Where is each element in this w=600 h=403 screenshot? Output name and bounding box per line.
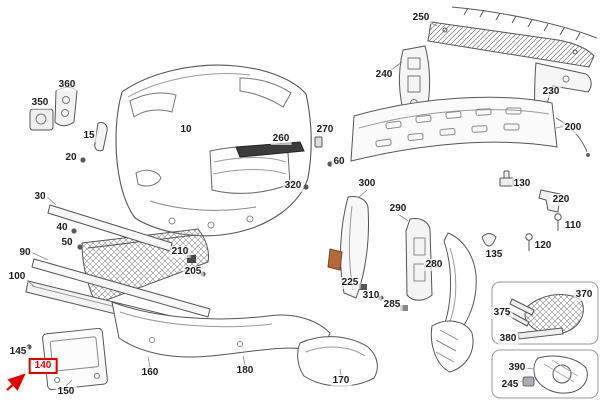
side-air-duct[interactable] (430, 320, 474, 373)
part-label-30[interactable]: 30 (32, 191, 48, 203)
part-label-110[interactable]: 110 (562, 220, 584, 232)
part-label-220[interactable]: 220 (550, 194, 572, 206)
part-285-clip[interactable] (400, 305, 408, 311)
part-label-20[interactable]: 20 (63, 152, 79, 164)
part-300-side-support[interactable] (340, 196, 369, 299)
radiator-seal-strip[interactable] (451, 6, 598, 41)
part-label-375[interactable]: 375 (491, 307, 513, 319)
part-60-screw[interactable] (327, 161, 333, 167)
part-label-205[interactable]: 205 (182, 266, 204, 278)
part-label-140[interactable]: 140 (28, 358, 58, 374)
part-label-250[interactable]: 250 (410, 12, 432, 24)
part-label-180[interactable]: 180 (234, 365, 256, 377)
part-240-mounting-bracket[interactable] (398, 45, 431, 118)
part-label-60[interactable]: 60 (331, 156, 347, 168)
part-245-cap[interactable] (522, 376, 535, 387)
part-label-280[interactable]: 280 (423, 259, 445, 271)
part-390-foglamp-bezel[interactable] (533, 355, 588, 394)
part-label-15[interactable]: 15 (81, 130, 97, 142)
part-label-150[interactable]: 150 (55, 386, 77, 398)
part-label-170[interactable]: 170 (330, 375, 352, 387)
part-label-90[interactable]: 90 (17, 247, 33, 259)
part-label-290[interactable]: 290 (387, 203, 409, 215)
part-label-120[interactable]: 120 (532, 240, 554, 252)
part-290-bracket[interactable] (405, 218, 433, 301)
part-label-225[interactable]: 225 (339, 277, 361, 289)
inset-box-grille (491, 281, 599, 345)
part-label-360[interactable]: 360 (56, 79, 78, 91)
part-15-bracket[interactable] (94, 122, 108, 152)
part-label-300[interactable]: 300 (356, 178, 378, 190)
part-370-grille-insert[interactable] (524, 294, 584, 335)
part-label-260[interactable]: 260 (270, 133, 292, 145)
part-label-370[interactable]: 370 (573, 289, 595, 301)
part-250-crossmember[interactable] (427, 21, 595, 68)
part-label-285[interactable]: 285 (381, 299, 403, 311)
part-210-sensor[interactable] (187, 255, 196, 263)
part-350-bracket[interactable] (29, 108, 54, 131)
highlight-arrow (6, 373, 26, 391)
part-label-100[interactable]: 100 (6, 271, 28, 283)
part-label-160[interactable]: 160 (139, 367, 161, 379)
part-120-bolt[interactable] (525, 233, 533, 251)
part-380-trim-strip[interactable] (517, 327, 564, 340)
part-label-310[interactable]: 310 (360, 290, 382, 302)
leader-lines (25, 21, 577, 387)
part-label-10[interactable]: 10 (178, 124, 194, 136)
part-180-lower-bumper-panel[interactable] (111, 301, 331, 358)
tow-eye-cover[interactable] (327, 248, 343, 271)
part-225-clip[interactable] (359, 284, 367, 290)
part-label-230[interactable]: 230 (540, 86, 562, 98)
part-label-240[interactable]: 240 (373, 69, 395, 81)
part-label-50[interactable]: 50 (59, 237, 75, 249)
part-10-bumper-cover[interactable] (115, 64, 312, 237)
part-360-bracket[interactable] (54, 86, 78, 127)
part-label-380[interactable]: 380 (497, 333, 519, 345)
part-label-210[interactable]: 210 (169, 246, 191, 258)
part-50-screw[interactable] (77, 244, 83, 250)
part-label-245[interactable]: 245 (499, 379, 521, 391)
part-40-screw[interactable] (71, 228, 77, 234)
part-label-320[interactable]: 320 (282, 180, 304, 192)
part-135-clip[interactable] (481, 233, 497, 247)
part-320-screw[interactable] (303, 184, 309, 190)
part-200-underbody-panel[interactable] (350, 96, 590, 162)
part-label-390[interactable]: 390 (506, 362, 528, 374)
part-label-40[interactable]: 40 (54, 222, 70, 234)
part-label-270[interactable]: 270 (314, 124, 336, 136)
part-170-closing-panel[interactable] (297, 336, 378, 387)
part-label-130[interactable]: 130 (511, 178, 533, 190)
part-label-135[interactable]: 135 (483, 249, 505, 261)
part-20-screw[interactable] (80, 157, 86, 163)
part-110-bolt[interactable] (554, 213, 562, 231)
part-270-clip[interactable] (314, 136, 323, 148)
part-label-200[interactable]: 200 (562, 122, 584, 134)
part-label-350[interactable]: 350 (29, 97, 51, 109)
part-90-trim-strip[interactable] (31, 258, 211, 318)
part-label-145[interactable]: 145 (7, 346, 29, 358)
